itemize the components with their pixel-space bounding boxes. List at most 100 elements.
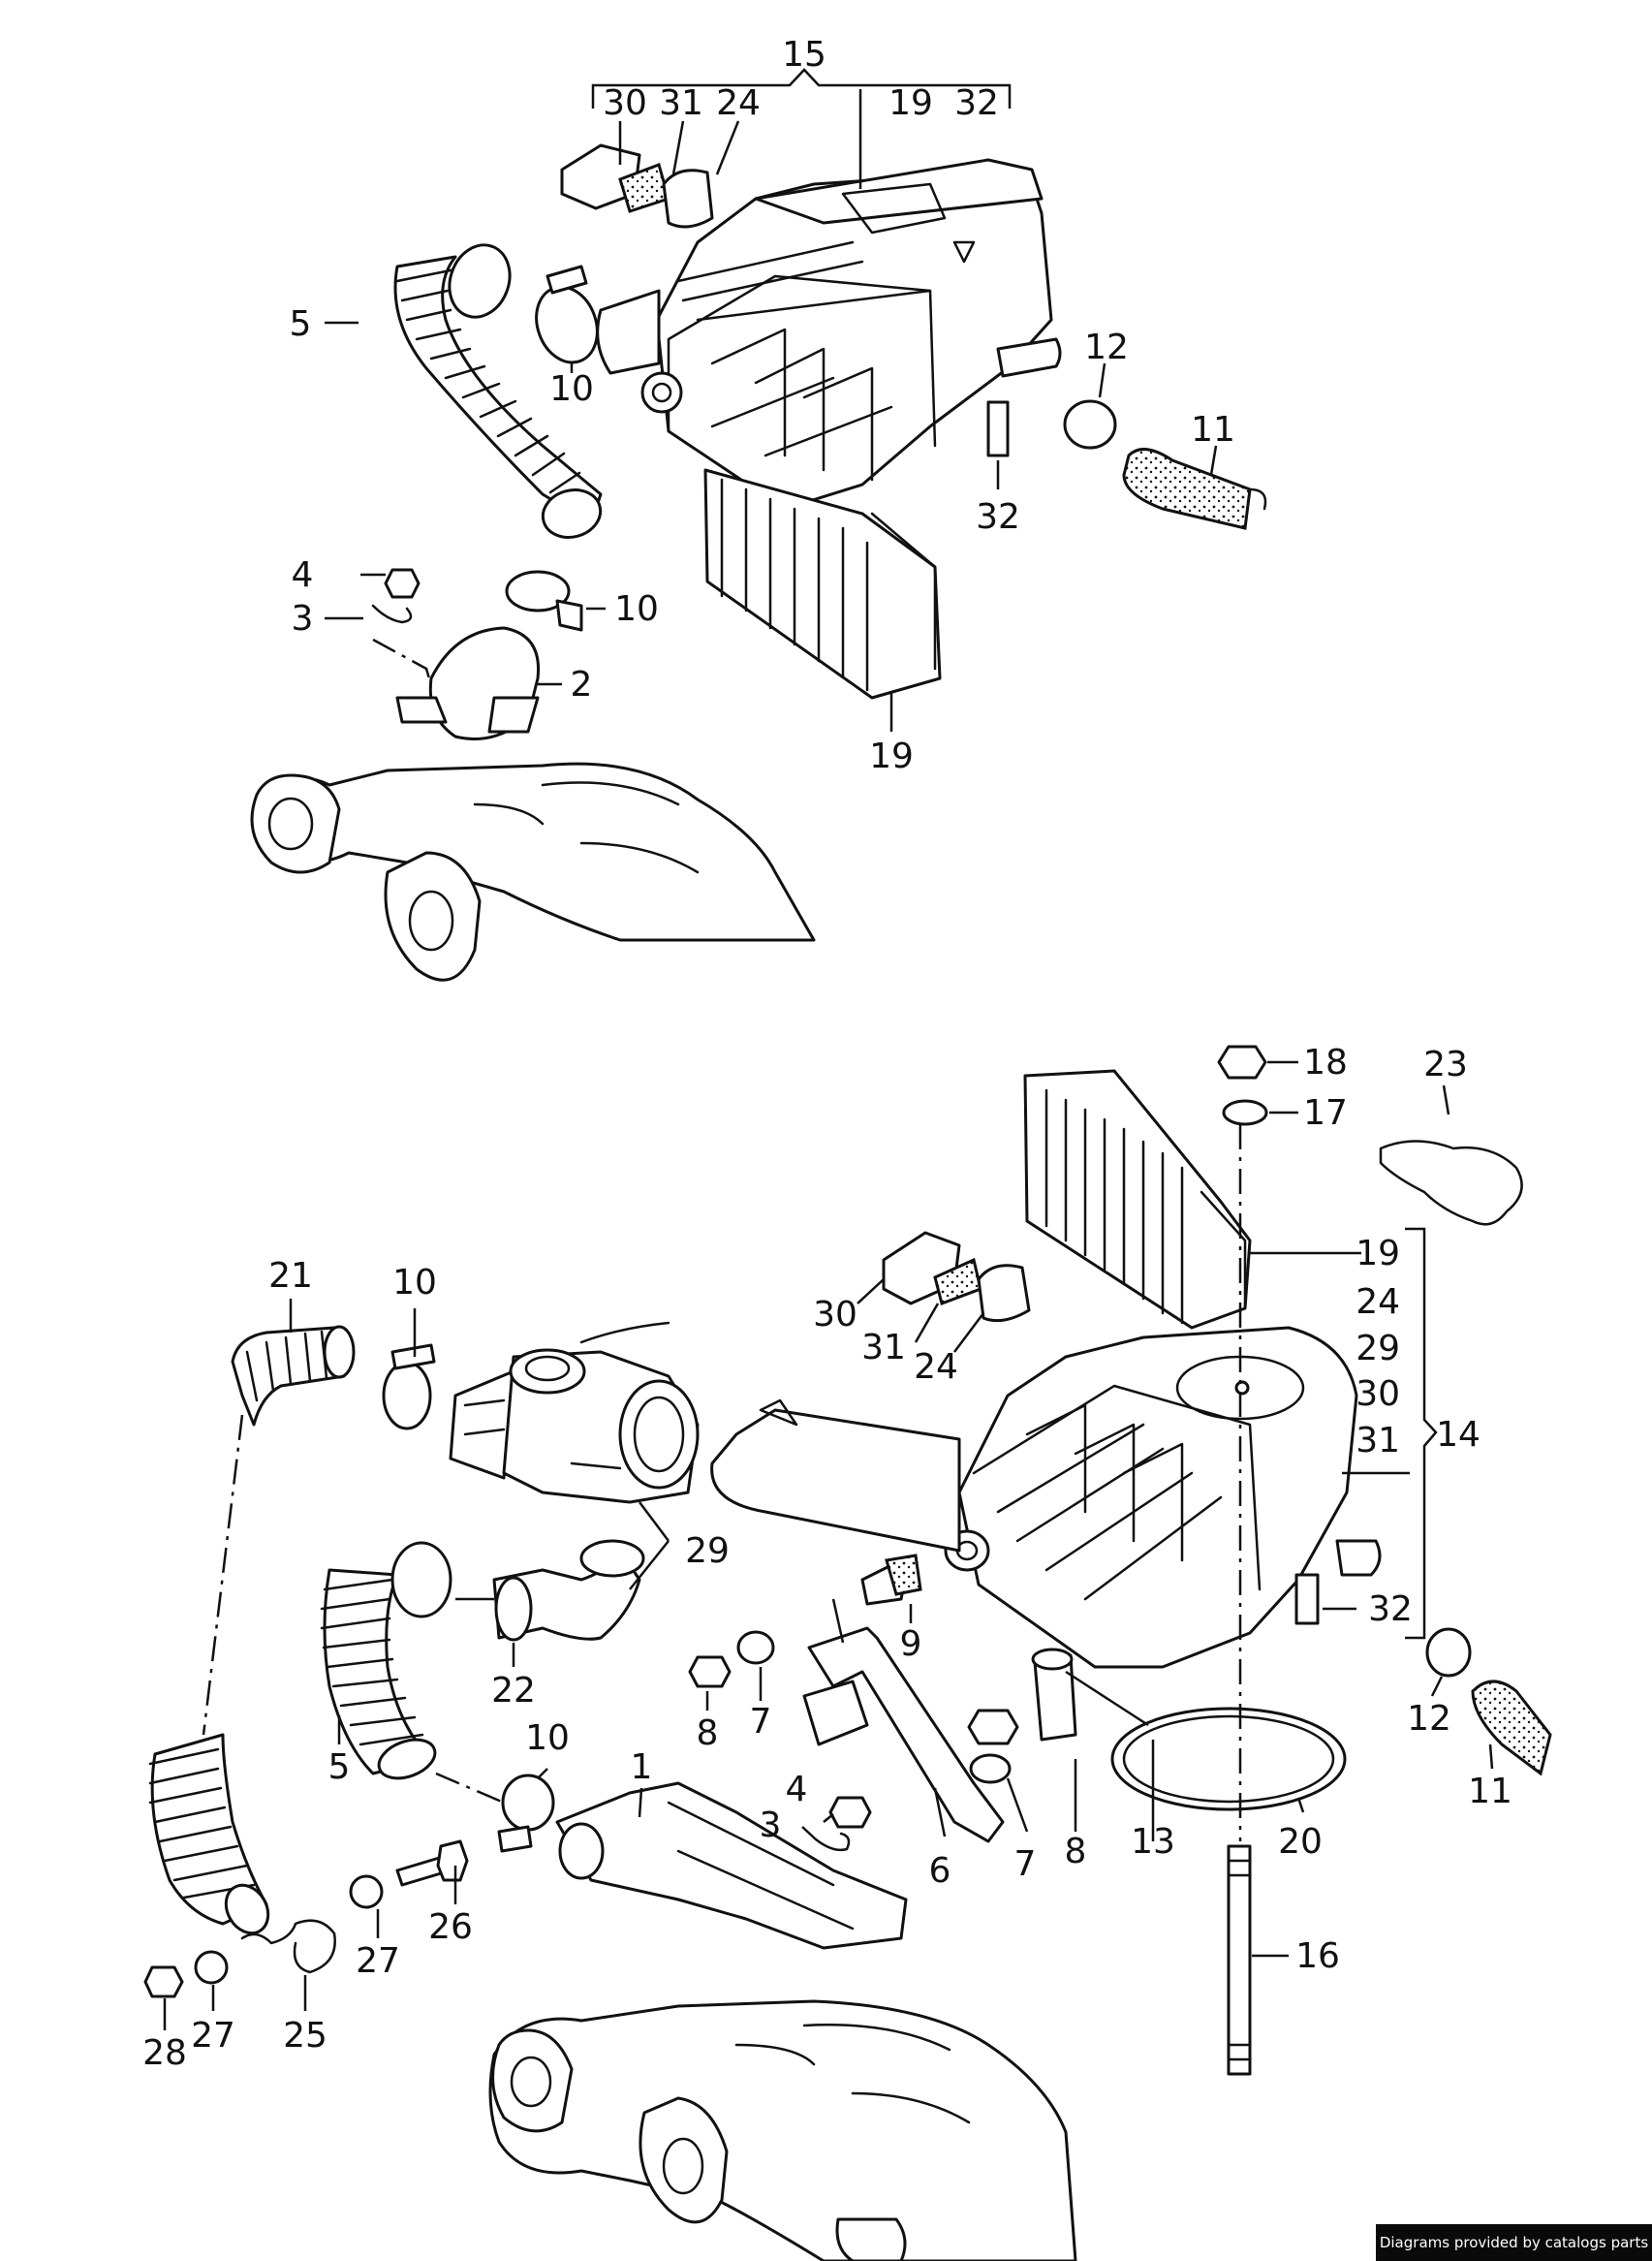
callout-32: 32 xyxy=(976,497,1020,537)
callout-1: 1 xyxy=(631,1747,653,1787)
stud-9 xyxy=(860,1554,922,1606)
callout-5: 5 xyxy=(328,1747,351,1787)
nut-4-top xyxy=(384,568,421,599)
callout-10: 10 xyxy=(392,1263,437,1303)
bracket-group-bottom xyxy=(882,1231,1031,1323)
callout-10: 10 xyxy=(549,369,594,409)
callout-29: 29 xyxy=(1356,1329,1400,1368)
callout-11: 11 xyxy=(1468,1772,1512,1811)
callout-23: 23 xyxy=(1423,1045,1468,1084)
callout-29: 29 xyxy=(685,1531,730,1571)
callout-22: 22 xyxy=(491,1671,536,1711)
callout-31: 31 xyxy=(861,1328,906,1367)
nut-18 xyxy=(1217,1045,1267,1080)
gasket-23 xyxy=(1379,1140,1523,1226)
nut-8-lower xyxy=(967,1709,1019,1745)
callout-27: 27 xyxy=(191,2016,235,2056)
callout-9: 9 xyxy=(900,1624,922,1664)
washer-27-lower xyxy=(194,1950,229,1985)
flange-2 xyxy=(395,626,541,740)
washer-3-bottom xyxy=(814,1832,851,1852)
callout-32: 32 xyxy=(954,83,999,123)
callout-30: 30 xyxy=(603,83,647,123)
callout-30: 30 xyxy=(1356,1374,1400,1414)
callout-13: 13 xyxy=(1131,1822,1175,1862)
callout-15: 15 xyxy=(782,35,826,75)
callout-24: 24 xyxy=(1356,1282,1400,1322)
callout-10: 10 xyxy=(525,1718,570,1758)
callout-30: 30 xyxy=(813,1295,857,1335)
nut-8-upper xyxy=(688,1655,732,1688)
callout-16: 16 xyxy=(1295,1936,1340,1976)
bottom-assembly: 18 17 23 19 24 29 30 31 14 21 10 30 31 2… xyxy=(142,1043,1552,2261)
callout-31: 31 xyxy=(1356,1421,1400,1460)
manifold-bottom xyxy=(488,1999,1077,2261)
air-cleaner-housing xyxy=(596,158,1062,511)
callout-7: 7 xyxy=(1014,1844,1037,1884)
washer-7-lower xyxy=(969,1753,1012,1784)
air-filter-element-top xyxy=(703,468,942,700)
callout-25: 25 xyxy=(283,2016,327,2056)
hose-clamp-10-bottom-lower xyxy=(435,1772,555,1853)
callout-12: 12 xyxy=(1084,328,1129,367)
callout-24: 24 xyxy=(716,83,761,123)
callout-5: 5 xyxy=(290,304,312,344)
elbow-22 xyxy=(492,1539,645,1642)
callout-4: 4 xyxy=(292,555,314,595)
callout-18: 18 xyxy=(1303,1043,1348,1083)
hose-11-bottom xyxy=(1425,1627,1552,1776)
callout-31: 31 xyxy=(659,83,703,123)
screw-32-bottom xyxy=(1294,1573,1320,1625)
hose-11-top xyxy=(1063,399,1267,530)
washer-17 xyxy=(1222,1099,1268,1126)
callout-2: 2 xyxy=(571,665,593,705)
intake-hose-5-bottom xyxy=(320,1541,494,1780)
support-bracket-6 xyxy=(802,1598,1005,1843)
hose-clamp-top xyxy=(535,265,599,364)
top-assembly: 15 30 31 24 19 32 5 10 12 11 32 4 3 10 2… xyxy=(250,35,1267,982)
screw-32-top xyxy=(986,400,1010,457)
callout-8: 8 xyxy=(1065,1832,1087,1871)
callout-14: 14 xyxy=(1436,1415,1481,1455)
bracket-group-top xyxy=(560,143,714,229)
callout-7: 7 xyxy=(750,1702,772,1742)
nut-28 xyxy=(143,1965,184,1998)
hose-clamp-10-top-lower xyxy=(505,570,583,632)
hose-clamp-10-bottom-upper xyxy=(382,1343,436,1430)
callout-24: 24 xyxy=(914,1347,958,1387)
intake-hose-top xyxy=(393,243,603,539)
group-14-bracket xyxy=(1405,1227,1438,1640)
leaders-top xyxy=(325,89,1218,732)
air-filter-element-bottom xyxy=(1023,1069,1252,1330)
manifold-top xyxy=(250,762,816,982)
seal-ring-20 xyxy=(1110,1707,1347,1811)
callout-17: 17 xyxy=(1303,1093,1348,1133)
leaders-bottom xyxy=(163,1060,1494,2030)
callout-3: 3 xyxy=(760,1806,782,1845)
callout-32: 32 xyxy=(1368,1589,1413,1629)
callout-8: 8 xyxy=(697,1713,719,1753)
callout-4: 4 xyxy=(786,1770,808,1809)
intake-hose-21 xyxy=(231,1325,356,1427)
callout-27: 27 xyxy=(356,1941,400,1981)
callout-19: 19 xyxy=(869,737,914,776)
clip-25 xyxy=(240,1919,336,1974)
throttle-body-29 xyxy=(449,1321,700,1504)
callout-12: 12 xyxy=(1407,1699,1451,1739)
sleeve-13 xyxy=(1031,1648,1077,1742)
washer-27-upper xyxy=(349,1874,384,1909)
bolt-26 xyxy=(395,1839,469,1887)
callout-3: 3 xyxy=(292,599,314,639)
pipe-1-heat-shield xyxy=(555,1781,908,1950)
stud-16 xyxy=(1227,1124,1252,2076)
group-15-bracket xyxy=(591,68,1012,109)
callout-6: 6 xyxy=(929,1851,951,1891)
washer-7-upper xyxy=(736,1630,775,1665)
long-hose-left xyxy=(148,1414,270,1935)
intake-duct-bottom xyxy=(710,1398,961,1553)
credit-badge: Diagrams provided by catalogs parts xyxy=(1376,2224,1652,2261)
callout-11: 11 xyxy=(1191,410,1235,450)
callout-10: 10 xyxy=(614,589,659,629)
callout-19: 19 xyxy=(1356,1234,1400,1273)
